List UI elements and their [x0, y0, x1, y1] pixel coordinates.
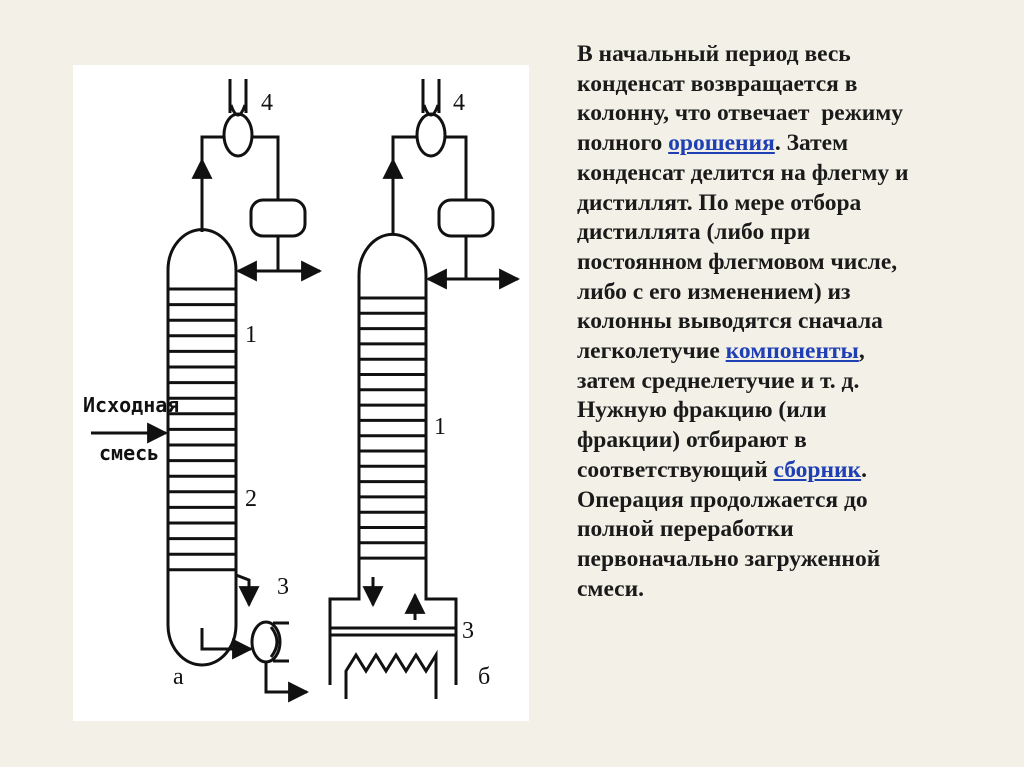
column-b	[328, 232, 458, 699]
vapor-line-a	[200, 135, 223, 232]
feed-label-line1: Исходная	[83, 393, 180, 417]
label-3-a: 3	[277, 574, 289, 600]
label-3-b: 3	[462, 618, 474, 644]
link-orosheniya[interactable]: орошения	[668, 130, 775, 157]
distillation-diagram: 4 4 1 2 3 1 3 а б Исходная смесь	[73, 65, 529, 721]
text-line: колонну, что отвечает режиму	[577, 100, 904, 127]
text-line: дистиллят. По мере отбора	[577, 189, 862, 216]
column-a-trays	[168, 287, 236, 572]
label-2-a: 2	[245, 486, 257, 512]
text-line: соответствующий сборник.	[577, 456, 867, 483]
caption-a: а	[173, 664, 184, 690]
bottoms-line-a	[200, 628, 254, 660]
text-line: фракции) отбирают в	[577, 427, 807, 454]
caption-b: б	[478, 664, 491, 690]
condenser-a	[222, 79, 254, 158]
text-line: легколетучие компоненты,	[577, 338, 865, 365]
column-a	[166, 228, 238, 667]
text-line: Операция продолжается до	[577, 486, 868, 513]
text-line: полной переработки	[577, 516, 794, 543]
heating-coil	[344, 649, 438, 699]
text-line: конденсат делится на флегму и	[577, 159, 909, 186]
text-line: постоянном флегмовом числе,	[577, 248, 898, 275]
link-sbornik[interactable]: сборник	[773, 456, 862, 483]
text-line: первоначально загруженной	[577, 545, 881, 572]
label-1-a: 1	[245, 322, 257, 348]
text-line: полного орошения. Затем	[577, 130, 849, 157]
vapor-line-b	[391, 135, 416, 235]
text-line: либо с его изменением) из	[577, 278, 851, 305]
feed-label-line2: смесь	[99, 441, 160, 465]
label-4-a: 4	[261, 90, 273, 116]
text-line: дистиллята (либо при	[577, 219, 811, 246]
reboiler-a	[250, 620, 289, 664]
separator-drum-b	[437, 198, 495, 238]
condenser-b	[415, 79, 447, 158]
label-1-b: 1	[434, 414, 446, 440]
text-line: Нужную фракцию (или	[577, 397, 827, 424]
link-komponenty[interactable]: компоненты	[725, 338, 859, 365]
text-line: колонны выводятся сначала	[577, 308, 883, 335]
text-line: В начальный период весь	[577, 41, 851, 67]
separator-drum-a	[249, 198, 307, 238]
text-line: конденсат возвращается в	[577, 70, 858, 97]
description-text: В начальный период весь конденсат возвра…	[577, 40, 997, 604]
column-b-trays	[359, 296, 426, 560]
text-line: смеси.	[577, 575, 645, 602]
label-4-b: 4	[453, 90, 465, 116]
text-line: затем среднелетучие и т. д.	[577, 367, 860, 394]
